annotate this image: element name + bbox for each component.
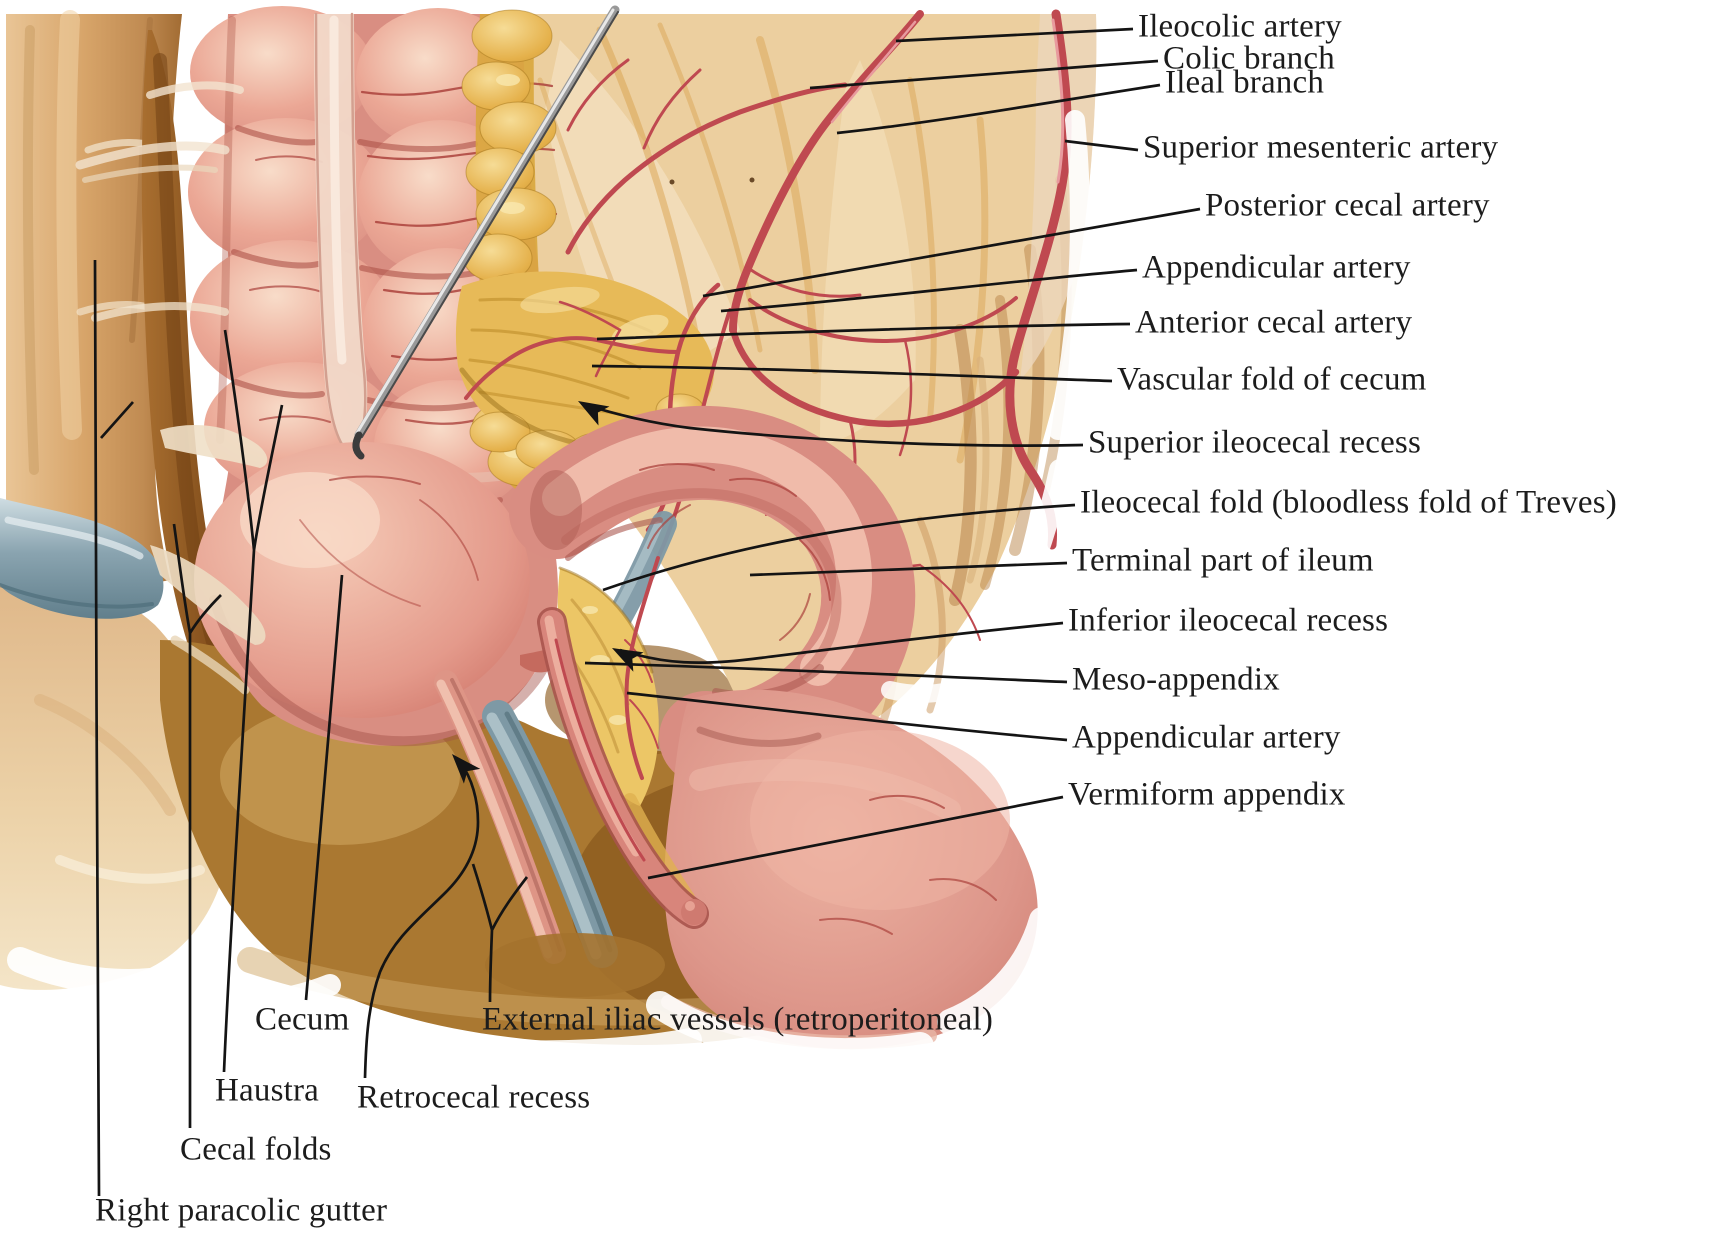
surgical-probe	[352, 5, 620, 460]
label-colic-branch: Colic branch	[1163, 40, 1335, 77]
label-anterior-cecal-artery: Anterior cecal artery	[1135, 304, 1413, 341]
leader-haustra	[222, 329, 284, 1073]
leader-vascular-fold	[591, 364, 1113, 383]
label-appendicular-artery-lower: Appendicular artery	[1072, 719, 1341, 756]
leader-meso-appendix	[584, 661, 1068, 684]
arrow-retrocecal-recess	[452, 754, 481, 784]
label-haustra: Haustra	[215, 1072, 320, 1109]
label-cecal-folds: Cecal folds	[180, 1131, 332, 1168]
leader-superior-ileocecal-recess	[583, 402, 1084, 447]
arrow-superior-ileocecal-recess	[578, 401, 610, 426]
label-superior-ileocecal-recess: Superior ileocecal recess	[1088, 424, 1422, 461]
label-cecum: Cecum	[255, 1001, 350, 1038]
leader-superior-mesenteric-artery	[1064, 139, 1139, 152]
leader-retrocecal-recess	[363, 761, 480, 1079]
label-superior-mesenteric-artery: Superior mesenteric artery	[1143, 129, 1499, 166]
leader-ileocecal-fold	[602, 503, 1076, 592]
omental-fat	[455, 9, 714, 501]
arrow-inferior-ileocecal-recess	[612, 648, 644, 672]
leader-vermiform-appendix	[647, 795, 1064, 880]
leader-external-iliac	[471, 863, 529, 1003]
label-meso-appendix: Meso-appendix	[1072, 661, 1280, 698]
leader-posterior-cecal-artery	[702, 207, 1201, 298]
leader-anterior-cecal-artery	[596, 322, 1131, 341]
leader-appendicular-artery-lower	[626, 691, 1068, 742]
leader-lines	[93, 27, 1201, 1197]
label-posterior-cecal-artery: Posterior cecal artery	[1205, 187, 1490, 224]
label-terminal-part-of-ileum: Terminal part of ileum	[1072, 542, 1374, 579]
leader-right-paracolic-gutter	[93, 259, 135, 1197]
label-external-iliac-vessels: External iliac vessels (retroperitoneal)	[482, 1001, 994, 1038]
appendicular-artery-lower	[554, 556, 660, 862]
label-ileocolic-artery: Ileocolic artery	[1138, 8, 1342, 45]
leader-terminal-ileum	[749, 561, 1068, 577]
leader-inferior-ileocecal-recess	[619, 621, 1064, 664]
leader-cecal-folds	[172, 523, 222, 1128]
leader-colic-branch	[809, 59, 1159, 90]
label-appendicular-artery-upper: Appendicular artery	[1142, 249, 1411, 286]
peritoneal-fold	[0, 498, 164, 619]
label-vascular-fold-of-cecum: Vascular fold of cecum	[1117, 361, 1427, 398]
leader-appendicular-artery-upper	[720, 268, 1138, 313]
leader-ileocolic-artery	[895, 27, 1134, 43]
cecal-folds	[75, 81, 268, 695]
leader-ileal-branch	[836, 83, 1161, 135]
label-ileocecal-fold: Ileocecal fold (bloodless fold of Treves…	[1080, 484, 1617, 521]
label-ileal-branch: Ileal branch	[1165, 64, 1325, 101]
leader-cecum	[304, 574, 344, 1001]
label-vermiform-appendix: Vermiform appendix	[1068, 776, 1346, 813]
label-retrocecal-recess: Retrocecal recess	[357, 1079, 591, 1116]
label-right-paracolic-gutter: Right paracolic gutter	[95, 1192, 388, 1229]
label-inferior-ileocecal-recess: Inferior ileocecal recess	[1068, 602, 1389, 639]
